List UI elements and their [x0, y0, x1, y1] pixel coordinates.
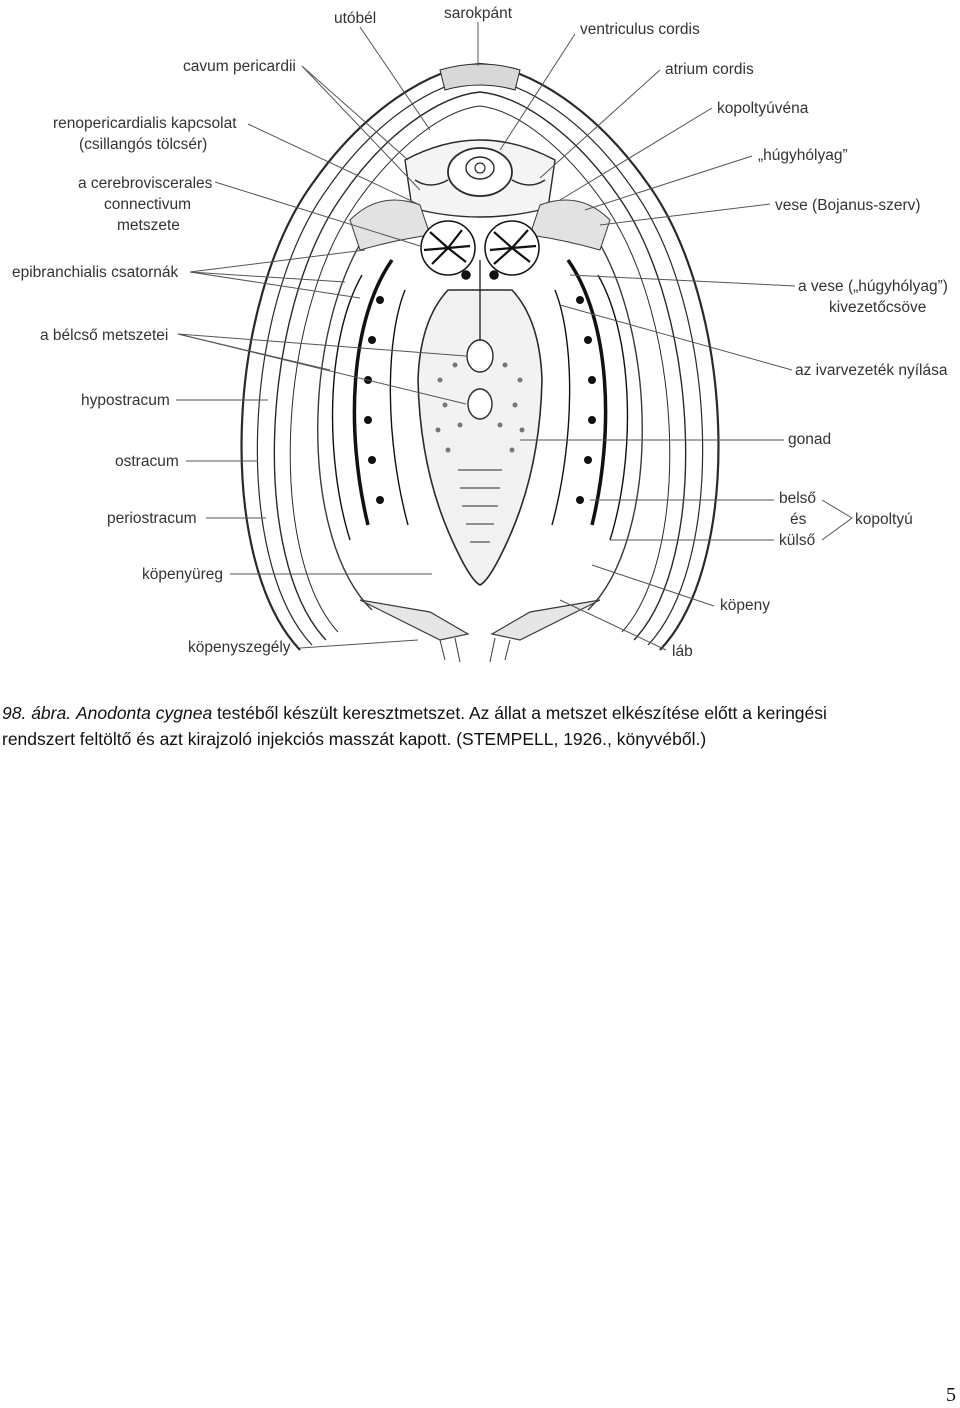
label-cavum-pericardii: cavum pericardii — [183, 58, 296, 75]
page-number: 5 — [946, 1384, 956, 1406]
label-utobel: utóbél — [334, 10, 376, 27]
label-renopericardialis-2: (csillangós tölcsér) — [79, 136, 207, 153]
label-belso: belső — [779, 490, 816, 507]
label-periostracum: periostracum — [107, 510, 197, 527]
label-renopericardialis: renopericardialis kapcsolat — [53, 115, 237, 132]
label-cerebrovisceralis: a cerebroviscerales — [78, 175, 213, 192]
label-sarokpant: sarokpánt — [444, 5, 513, 22]
caption-line-2: rendszert feltöltő és azt kirajzoló inje… — [2, 729, 707, 749]
figure-labels: utóbél sarokpánt ventriculus cordis cavu… — [12, 5, 948, 660]
label-atrium-cordis: atrium cordis — [665, 61, 754, 78]
mantle — [317, 227, 643, 663]
label-kopenyszegely: köpenyszegély — [188, 639, 291, 656]
label-kopoltyu: kopoltyú — [855, 511, 913, 528]
label-vese: vese (Bojanus-szerv) — [775, 197, 921, 214]
label-belcso-metszetei: a bélcső metszetei — [40, 327, 168, 344]
anodonta-cross-section-figure: utóbél sarokpánt ventriculus cordis cavu… — [12, 5, 948, 663]
label-vese-kivezetocsove: a vese („húgyhólyag”) — [798, 278, 948, 295]
label-kopenyureg: köpenyüreg — [142, 566, 223, 583]
shell — [240, 62, 720, 651]
gills — [331, 258, 629, 541]
kidneys — [349, 199, 611, 251]
leader-lines — [176, 22, 853, 651]
label-kopoltyuvena: kopoltyúvéna — [717, 100, 809, 117]
caption-figure-number: 98. ábra. — [2, 703, 72, 723]
label-hugyholyag: „húgyhólyag” — [758, 147, 848, 164]
label-hypostracum: hypostracum — [81, 392, 170, 409]
label-gonad: gonad — [788, 431, 831, 448]
label-vese-kivezetocsove-2: kivezetőcsöve — [829, 299, 926, 316]
caption-line-1: testéből készült keresztmetszet. Az álla… — [212, 703, 827, 723]
figure-caption: 98. ábra. Anodonta cygnea testéből készü… — [2, 700, 958, 752]
label-ivarvezetek-nyilasa: az ivarvezeték nyílása — [795, 362, 948, 379]
foot-gonad — [417, 260, 543, 586]
label-kopeny: köpeny — [720, 597, 770, 614]
pericardium-heart — [404, 139, 556, 218]
label-lab: láb — [672, 643, 693, 660]
label-epibranchialis: epibranchialis csatornák — [12, 264, 179, 281]
label-ventriculus-cordis: ventriculus cordis — [580, 21, 700, 38]
label-es: és — [790, 511, 807, 528]
label-kulso: külső — [779, 532, 815, 549]
cerebrovisceral-connectives — [420, 220, 540, 280]
label-cerebrovisceralis-3: metszete — [117, 217, 180, 234]
label-ostracum: ostracum — [115, 453, 179, 470]
caption-species-name: Anodonta cygnea — [75, 703, 213, 723]
label-cerebrovisceralis-2: connectivum — [104, 196, 191, 213]
